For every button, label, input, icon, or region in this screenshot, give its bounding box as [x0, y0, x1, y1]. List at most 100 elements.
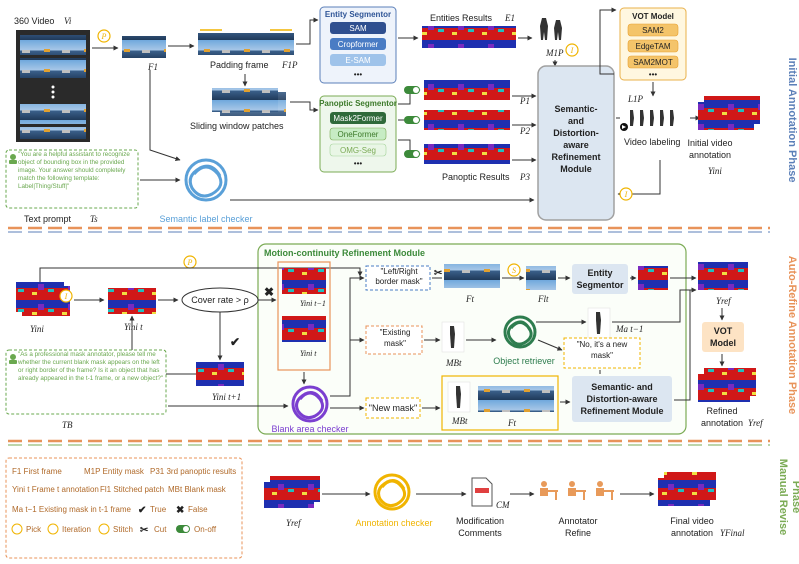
panoptic-results: P1 P2 Panoptic Results P3	[424, 80, 530, 182]
svg-text:Distortion-aware: Distortion-aware	[586, 394, 657, 404]
svg-text:Vi: Vi	[64, 16, 72, 26]
svg-text:Yini t−1: Yini t−1	[300, 299, 326, 308]
sliding-patches: Sliding window patches	[190, 88, 286, 131]
entities-results: Entities Results E1	[422, 13, 516, 48]
blank-prompt: "As a professional mask annotator, pleas…	[5, 349, 167, 430]
no-new-mask-label: "No, it's a new mask"	[563, 337, 641, 369]
phase-label-manual: Manual Revise Phase	[777, 459, 799, 535]
svg-text:I: I	[570, 46, 574, 55]
mbt-mask: MBt	[441, 321, 465, 368]
svg-text:Refinement: Refinement	[551, 152, 600, 162]
svg-text:✖: ✖	[176, 505, 184, 516]
svg-text:YFinal: YFinal	[720, 528, 745, 538]
object-retriever: Object retriever	[493, 356, 555, 366]
svg-text:Entity: Entity	[587, 268, 612, 278]
svg-text:OneFormer: OneFormer	[338, 130, 379, 139]
svg-text:Ft: Ft	[465, 294, 474, 304]
legend: F1 First frame M1P Entity mask P31 3rd p…	[5, 457, 243, 559]
video-filmstrip: 360 Video Vi	[14, 16, 90, 142]
semantic-label-checker-icon	[184, 158, 228, 202]
arrow-f1-checker	[149, 70, 181, 161]
svg-text:I: I	[624, 190, 628, 199]
svg-text:MBt: MBt	[451, 416, 468, 426]
svg-text:VOT: VOT	[714, 326, 733, 336]
cover-rate-decision: Cover rate > ρ	[181, 287, 259, 313]
lr-border-text: "Left/Right border mask"	[375, 267, 423, 286]
svg-text:Auto-Refine Annotation Phase: Auto-Refine Annotation Phase	[786, 256, 798, 414]
svg-text:Comments: Comments	[458, 528, 502, 538]
svg-text:Refinement Module: Refinement Module	[580, 406, 663, 416]
phase-label-autorefine: Auto-Refine Annotation Phase	[786, 256, 798, 414]
svg-text:Yini: Yini	[30, 324, 44, 334]
svg-text:E-SAM: E-SAM	[345, 56, 371, 65]
svg-text:"New mask": "New mask"	[369, 403, 417, 413]
svg-text:False: False	[188, 505, 208, 514]
no-new-text: "No, it's a new mask"	[576, 340, 628, 360]
svg-text:Modification: Modification	[456, 516, 504, 526]
svg-text:Semantic- and: Semantic- and	[591, 382, 653, 392]
text-prompt-content: "You are a helpful assistant to recogniz…	[18, 151, 130, 190]
phase-label-initial: Initial Annotation Phase	[786, 58, 798, 183]
iteration-icon-2: I	[619, 187, 633, 201]
svg-text:Flt: Flt	[537, 294, 549, 304]
existing-text: "Existing mask"	[379, 328, 411, 348]
annotator-icons: Annotator Refine	[540, 481, 614, 538]
arrow-mat-yref	[612, 287, 697, 323]
svg-text:P2: P2	[519, 126, 530, 136]
entity-out-patch	[638, 266, 668, 290]
svg-text:Yini t: Yini t	[300, 349, 317, 358]
svg-text:•••: •••	[354, 159, 363, 168]
svg-text:Distortion-: Distortion-	[553, 128, 599, 138]
svg-text:SAM2: SAM2	[642, 26, 664, 35]
svg-text:Manual Revise: Manual Revise	[777, 459, 789, 535]
svg-text:annotation: annotation	[701, 418, 743, 428]
svg-text:Ma t−1 Existing mask in t-1 fr: Ma t−1 Existing mask in t-1 frame	[12, 505, 131, 514]
svg-text:Panoptic Results: Panoptic Results	[442, 172, 510, 182]
svg-text:Ts: Ts	[90, 214, 98, 224]
blank-prompt-content: "As a professional mask annotator, pleas…	[18, 351, 164, 382]
onoff-toggle-2[interactable]	[404, 116, 420, 124]
svg-text:annotation: annotation	[689, 150, 731, 160]
svg-text:Motion-continuity Refinement M: Motion-continuity Refinement Module	[264, 248, 425, 258]
svg-text:P: P	[101, 32, 107, 41]
svg-text:Text prompt: Text prompt	[24, 214, 72, 224]
svg-text:Yini: Yini	[708, 166, 722, 176]
arrow-refine-yref	[674, 290, 691, 401]
yini-t: Yini t	[108, 288, 156, 332]
svg-text:360 Video: 360 Video	[14, 16, 54, 26]
onoff-toggle-3[interactable]	[404, 150, 420, 158]
svg-text:P3: P3	[519, 172, 530, 182]
svg-text:Entity Segmentor: Entity Segmentor	[325, 10, 391, 19]
svg-text:F1: F1	[147, 62, 158, 72]
yref-phase3: Yref	[264, 476, 320, 528]
false-icon: ✖	[264, 285, 274, 299]
pick-icon: P	[97, 29, 111, 43]
annotation-checker-icon	[373, 473, 411, 511]
first-frame: F1	[122, 36, 166, 72]
object-retriever-icon	[503, 315, 537, 349]
svg-text:Cut: Cut	[154, 525, 167, 534]
true-icon: ✔	[230, 335, 240, 349]
svg-text:Padding frame: Padding frame	[210, 60, 269, 70]
mask-sequence: L1P Video labeling	[620, 94, 688, 147]
entity-mask-figures: M1P	[540, 18, 564, 58]
blank-area-checker: Blank area checker	[271, 424, 348, 434]
svg-text:SAM2MOT: SAM2MOT	[633, 58, 673, 67]
svg-text:L1P: L1P	[627, 94, 644, 104]
svg-text:Yref: Yref	[716, 296, 732, 306]
svg-text:•••: •••	[649, 70, 658, 79]
final-annotation: Final video annotation YFinal	[658, 472, 745, 538]
svg-text:P: P	[187, 258, 193, 267]
svg-text:SAM: SAM	[349, 24, 367, 33]
svg-text:Segmentor: Segmentor	[576, 280, 624, 290]
onoff-toggle-1[interactable]	[404, 86, 420, 94]
new-mask-label: "New mask"	[365, 397, 421, 419]
yini-t1: Yini t+1	[196, 362, 244, 402]
arrow-slide-panoptic	[290, 101, 319, 113]
semantic-label-checker: Semantic label checker	[159, 214, 252, 224]
svg-text:annotation: annotation	[671, 528, 713, 538]
svg-text:Video labeling: Video labeling	[624, 137, 680, 147]
svg-text:Yini t: Yini t	[124, 322, 143, 332]
svg-text:aware: aware	[563, 140, 589, 150]
